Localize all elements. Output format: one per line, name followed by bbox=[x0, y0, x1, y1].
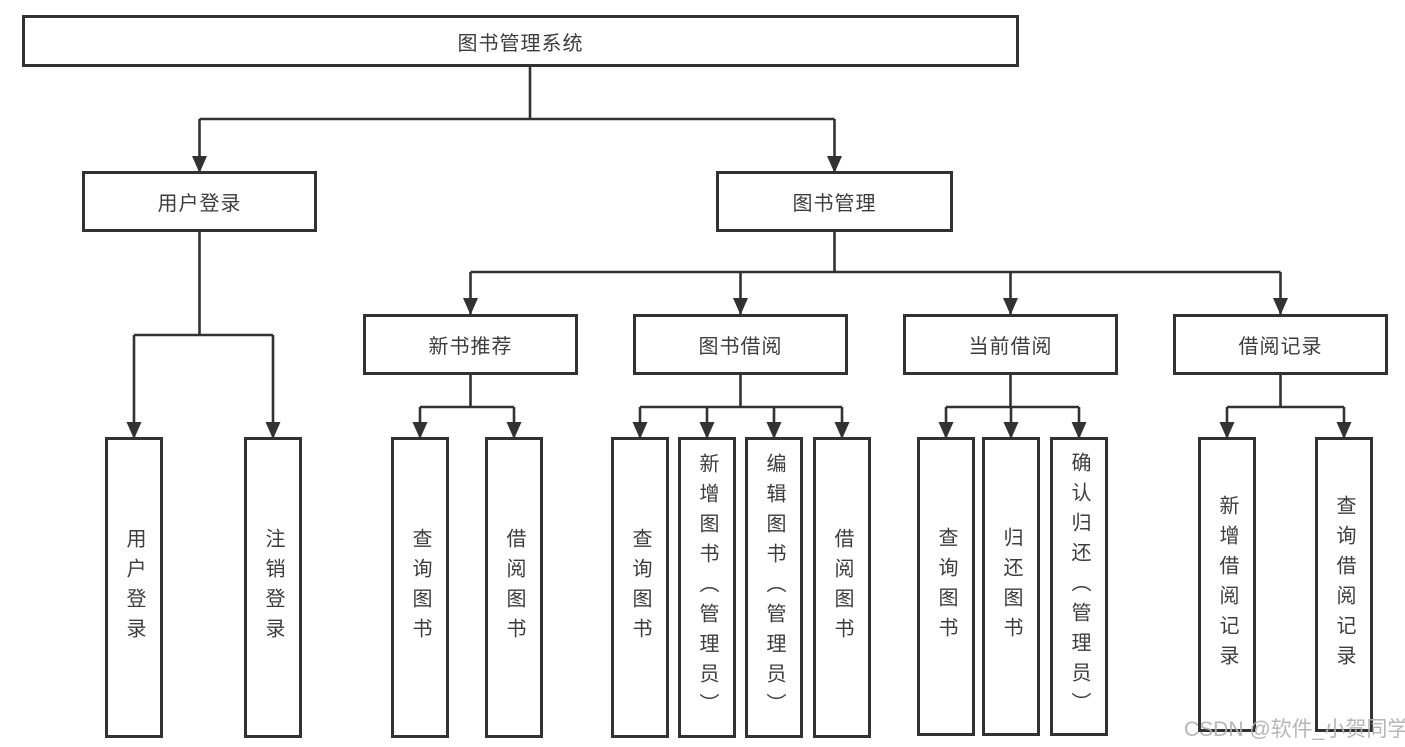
node-borrowing-records: 借阅记录 bbox=[1173, 314, 1388, 375]
node-label: 图书管理系统 bbox=[457, 32, 584, 55]
node-label: 借阅图书 bbox=[831, 527, 853, 648]
node-label: 用户登录 bbox=[157, 193, 242, 215]
node-label: 确认归还（管理员） bbox=[1068, 451, 1090, 722]
leaf-query-books-current: 查询图书 bbox=[917, 437, 975, 736]
leaf-query-books-recommend: 查询图书 bbox=[391, 437, 449, 738]
node-label: 当前借阅 bbox=[968, 336, 1053, 358]
node-label: 借阅记录 bbox=[1238, 336, 1323, 358]
node-label: 查询借阅记录 bbox=[1333, 494, 1355, 675]
leaf-return-books: 归还图书 bbox=[982, 437, 1040, 736]
node-book-management: 图书管理 bbox=[716, 171, 953, 232]
node-label: 查询图书 bbox=[409, 527, 431, 648]
node-library-management-system: 图书管理系统 bbox=[22, 15, 1019, 67]
node-label: 注销登录 bbox=[262, 527, 284, 648]
node-label: 新书推荐 bbox=[428, 336, 513, 358]
node-user-login: 用户登录 bbox=[82, 171, 317, 232]
leaf-add-borrow-record: 新增借阅记录 bbox=[1198, 437, 1256, 732]
leaf-user-login: 用户登录 bbox=[105, 437, 163, 738]
node-current-borrowing: 当前借阅 bbox=[903, 314, 1118, 375]
node-book-borrowing: 图书借阅 bbox=[633, 314, 848, 375]
node-label: 新增借阅记录 bbox=[1216, 494, 1238, 675]
node-label: 借阅图书 bbox=[503, 527, 525, 648]
node-label: 图书借阅 bbox=[698, 336, 783, 358]
leaf-borrow-books-recommend: 借阅图书 bbox=[485, 437, 543, 738]
node-label: 归还图书 bbox=[1000, 526, 1022, 647]
node-label: 用户登录 bbox=[123, 527, 145, 648]
leaf-confirm-return-admin: 确认归还（管理员） bbox=[1050, 437, 1108, 736]
leaf-borrow-books: 借阅图书 bbox=[813, 437, 871, 738]
node-label: 编辑图书（管理员） bbox=[763, 452, 785, 723]
leaf-query-borrow-record: 查询借阅记录 bbox=[1315, 437, 1373, 732]
leaf-edit-book-admin: 编辑图书（管理员） bbox=[745, 437, 803, 738]
node-label: 查询图书 bbox=[935, 526, 957, 647]
leaf-logout-login: 注销登录 bbox=[244, 437, 302, 738]
leaf-query-books-borrowing: 查询图书 bbox=[611, 437, 669, 738]
node-label: 新增图书（管理员） bbox=[696, 452, 718, 723]
leaf-add-book-admin: 新增图书（管理员） bbox=[678, 437, 736, 738]
node-label: 查询图书 bbox=[629, 527, 651, 648]
csdn-watermark: CSDN @软件_小贺同学 bbox=[1184, 718, 1405, 741]
node-new-book-recommend: 新书推荐 bbox=[363, 314, 578, 375]
node-label: 图书管理 bbox=[792, 193, 877, 215]
